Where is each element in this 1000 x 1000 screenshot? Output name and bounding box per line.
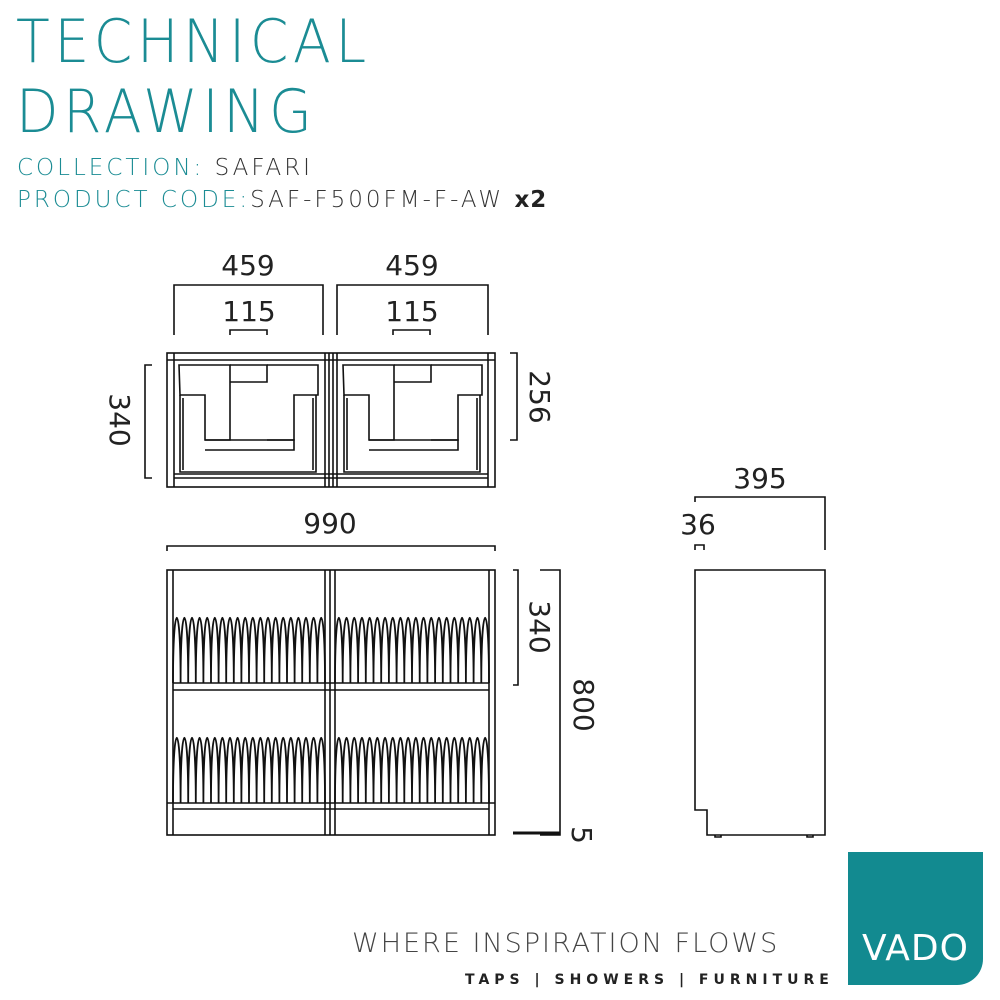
dim-handle-right: 115: [385, 295, 438, 328]
dim-overall-height: 800: [567, 678, 600, 731]
front-view: [166, 569, 496, 836]
fluted-pattern: [172, 616, 490, 804]
top-view: [166, 352, 496, 488]
categories: TAPS | SHOWERS | FURNITURE: [465, 972, 834, 988]
logo-text: VADO: [861, 928, 969, 969]
dim-side-depth: 395: [733, 462, 786, 495]
flute-row: [172, 736, 326, 804]
dim-top-width-left: 459: [221, 249, 274, 282]
product-code-label: PRODUCT CODE:: [17, 187, 251, 213]
flute-row: [334, 736, 490, 804]
product-code-line: PRODUCT CODE:SAF-F500FM-F-AW x2: [17, 187, 547, 213]
vado-logo: VADO: [848, 852, 983, 985]
dim-plinth: 5: [565, 826, 598, 844]
title-line-2: DRAWING: [16, 77, 317, 147]
dim-459-left: [144, 284, 518, 479]
dim-top-depth: 340: [103, 393, 136, 446]
collection-line: COLLECTION: SAFARI: [17, 155, 313, 181]
title-line-1: TECHNICAL: [16, 7, 371, 77]
quantity: x2: [514, 187, 548, 213]
product-code-value: SAF-F500FM-F-AW: [250, 187, 505, 213]
collection-value: SAFARI: [214, 155, 313, 181]
flute-row: [334, 616, 490, 684]
dim-handle-left: 115: [222, 295, 275, 328]
dim-drawer-depth: 256: [523, 370, 556, 423]
dim-top-width-right: 459: [385, 249, 438, 282]
tagline: WHERE INSPIRATION FLOWS: [352, 928, 780, 959]
dim-drawer-height: 340: [523, 600, 556, 653]
flute-row: [172, 616, 326, 684]
dim-overall-width: 990: [303, 507, 356, 540]
side-view: [694, 496, 826, 838]
collection-label: COLLECTION:: [17, 155, 205, 181]
dim-side-offset: 36: [680, 508, 716, 541]
